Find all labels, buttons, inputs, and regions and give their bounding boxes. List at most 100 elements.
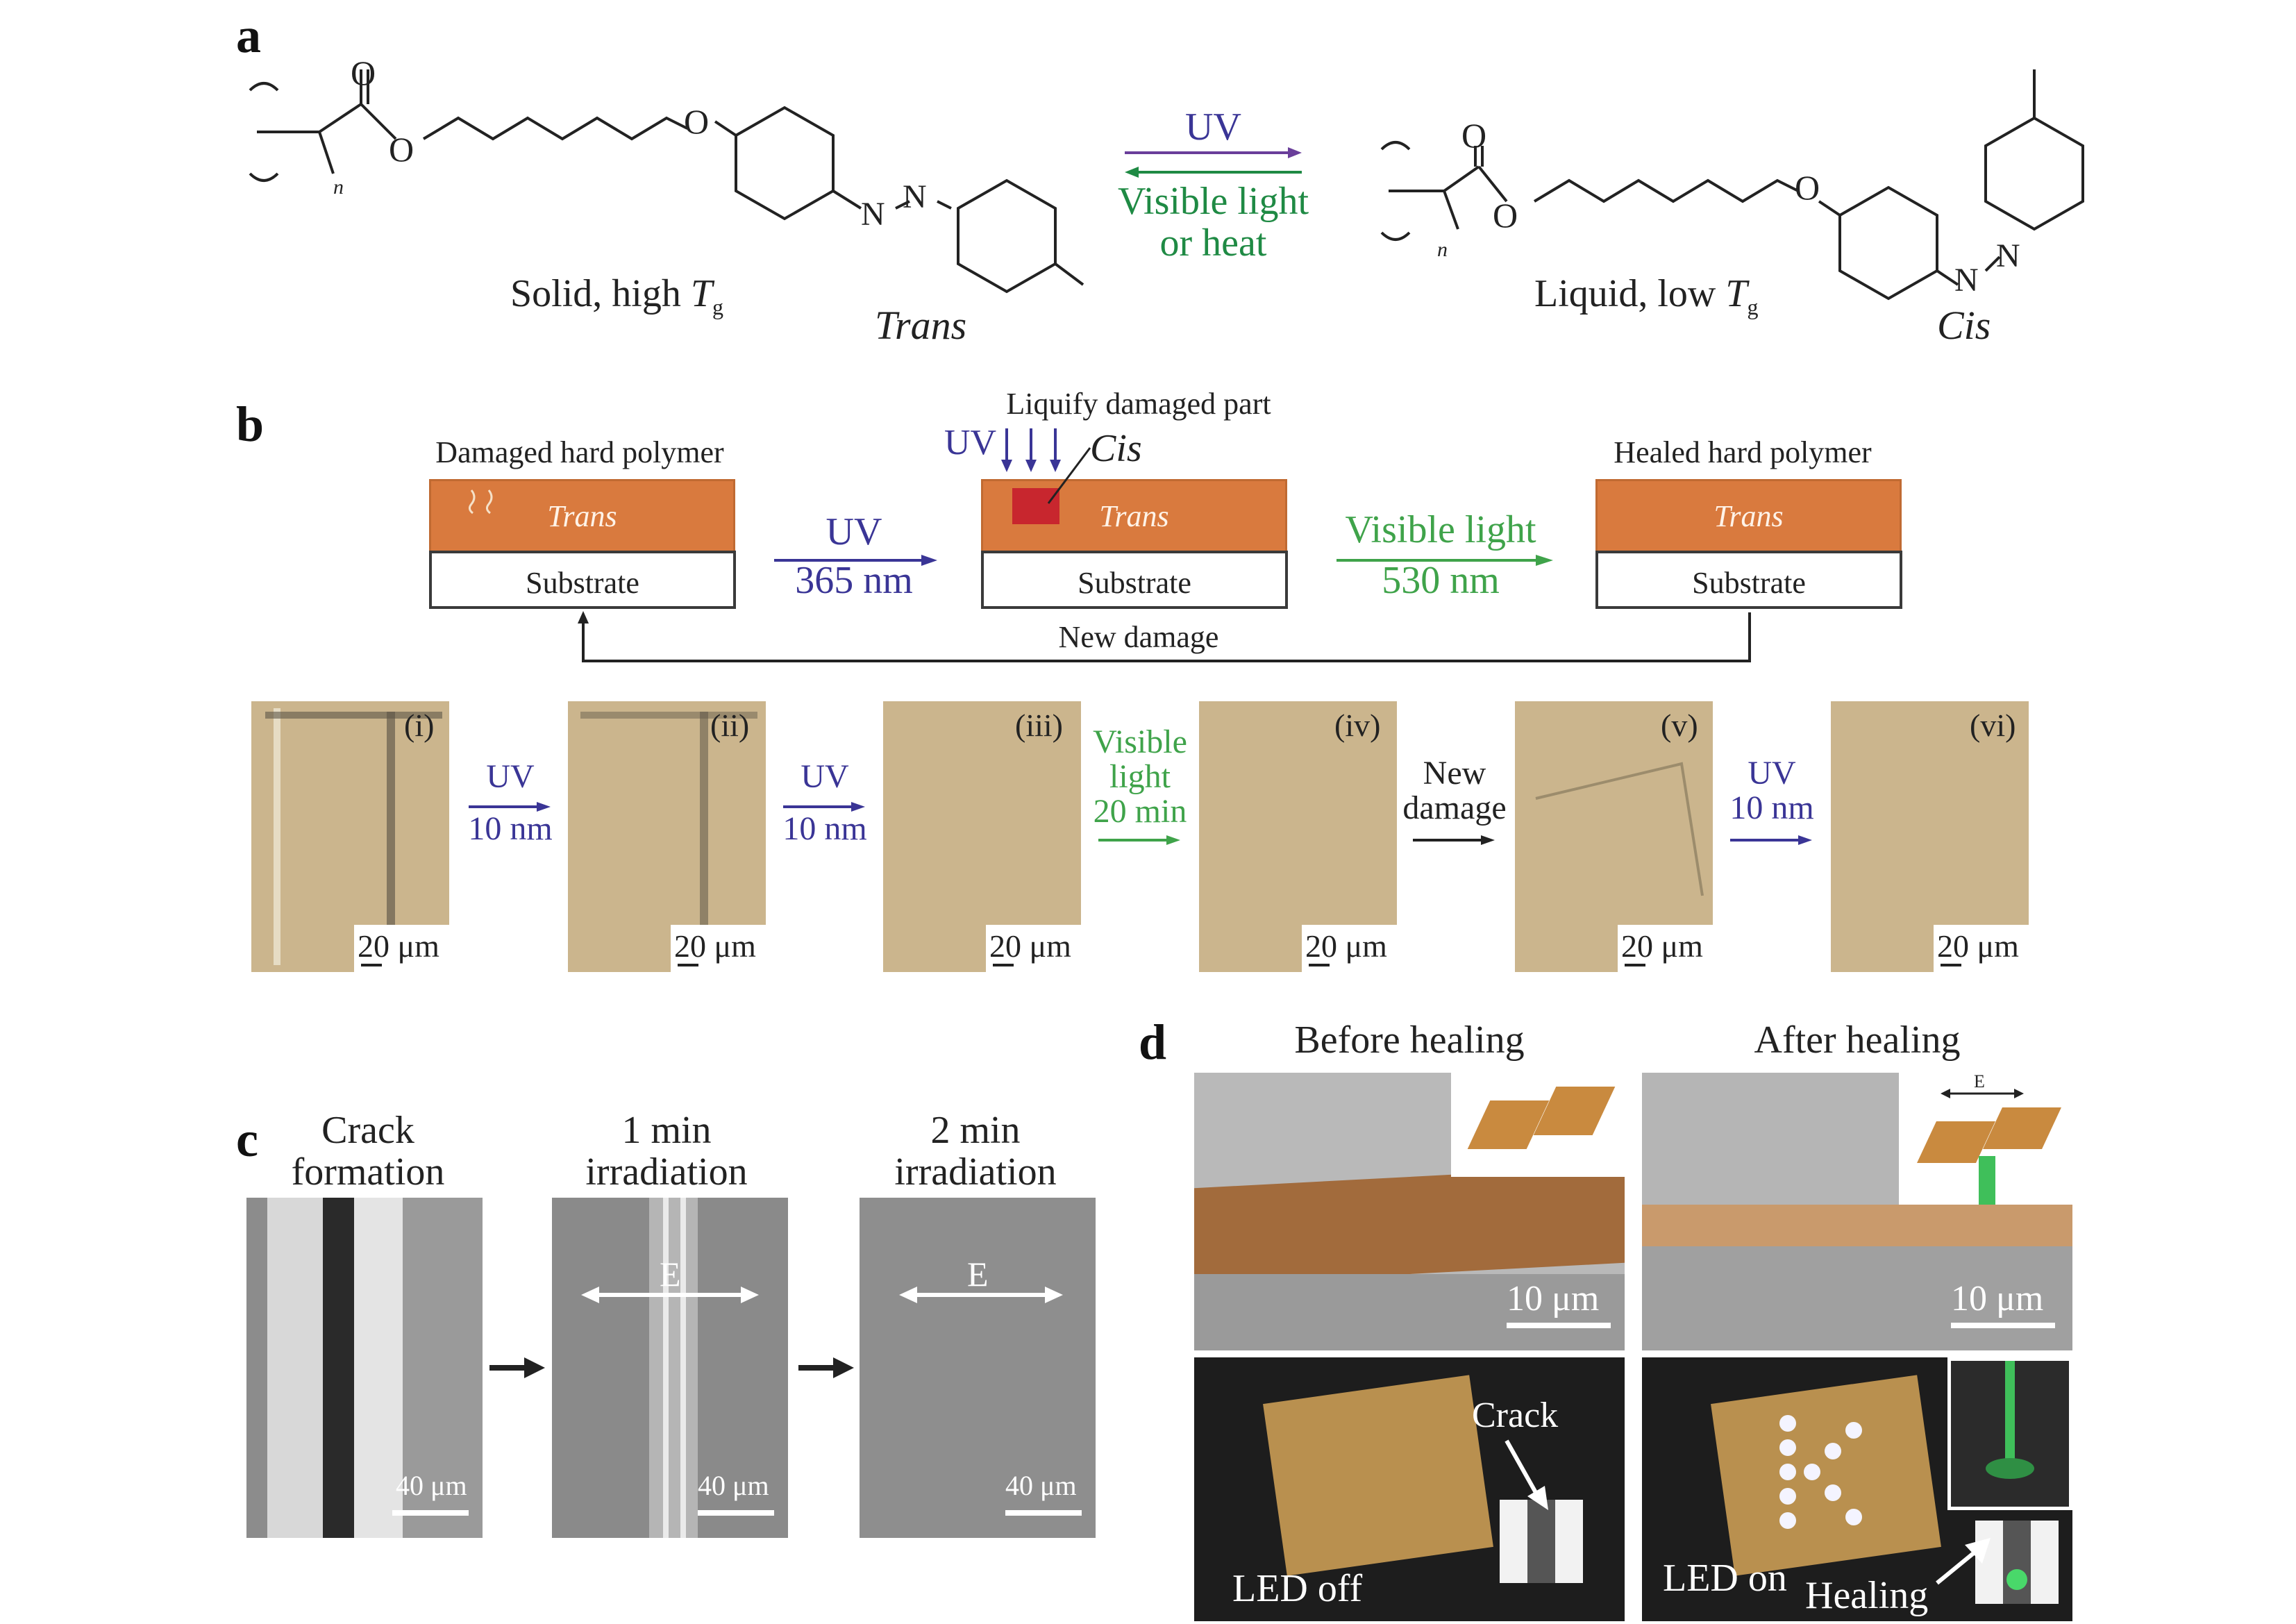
right-azo-n1: N — [1954, 262, 1979, 299]
led-k-pattern — [1779, 1415, 1862, 1529]
right-bracket-top — [1380, 141, 1411, 151]
led-off-label: LED off — [1232, 1567, 1363, 1610]
micrograph-label: (iii) — [1015, 708, 1063, 743]
step-3-line2: light — [1109, 758, 1171, 795]
scale-bar: 20 μm — [986, 925, 1081, 972]
left-azo-n1: N — [861, 196, 885, 233]
field-direction-arrow — [1941, 1089, 2024, 1098]
scale-bar — [1507, 1323, 1611, 1328]
step-1-line1: UV — [486, 758, 535, 795]
right-state-label: Liquid, low Tg — [1534, 272, 1759, 320]
step-1-arrow — [469, 802, 551, 812]
panel-a-letter: a — [236, 8, 261, 63]
trans-layer-liquify: Trans — [981, 479, 1287, 553]
step-4-line1: New — [1423, 755, 1486, 792]
panel-d-letter: d — [1139, 1014, 1167, 1070]
cis-label: Cis — [1090, 427, 1142, 470]
micrograph-i: (i) 20 μm — [251, 701, 449, 972]
scale-label: 40 μm — [698, 1470, 769, 1501]
substrate-damaged: Substrate — [429, 551, 736, 609]
visible-step-label: Visible light — [1345, 508, 1536, 551]
field-label: E — [967, 1255, 989, 1294]
scale-label: 40 μm — [396, 1470, 467, 1501]
scale-bar — [698, 1510, 774, 1516]
left-ester-o: O — [389, 130, 414, 169]
panel-b-letter: b — [236, 396, 265, 452]
sem-1min-irradiation: E 40 μm — [552, 1198, 788, 1538]
scale-bar — [392, 1510, 469, 1516]
trans-layer-healed: Trans — [1595, 479, 1902, 553]
sem-2min-irradiation: E 40 μm — [860, 1198, 1096, 1538]
trans-layer-damaged: Trans — [429, 479, 735, 553]
right-ester-o: O — [1493, 196, 1518, 235]
scale-bar: 20 μm — [354, 925, 449, 972]
scale-label: 20 μm — [674, 928, 756, 964]
trans-isomer-label: Trans — [875, 303, 967, 348]
step-2-line1: UV — [801, 758, 849, 795]
scale-label: 20 μm — [1937, 928, 2019, 964]
scale-label: 20 μm — [989, 928, 1071, 964]
substrate-liquify: Substrate — [981, 551, 1288, 609]
trans-label: Trans — [1713, 499, 1784, 533]
step-2-line2: 10 nm — [782, 810, 867, 847]
right-bracket-bottom — [1380, 231, 1411, 241]
micrograph-label: (vi) — [1970, 708, 2016, 743]
substrate-label: Substrate — [1078, 566, 1191, 600]
healed-title: Healed hard polymer — [1614, 435, 1872, 469]
panel-a-structures — [249, 69, 2084, 301]
left-subscript-n: n — [333, 176, 344, 199]
micrograph-v: (v) 20 μm — [1515, 701, 1713, 972]
damaged-title: Damaged hard polymer — [435, 435, 724, 469]
scale-label: 20 μm — [1621, 928, 1703, 964]
trans-label: Trans — [1099, 499, 1169, 533]
micrograph-iii: (iii) 20 μm — [883, 701, 1081, 972]
right-ether-o: O — [1795, 168, 1820, 207]
trans-label: Trans — [547, 499, 617, 533]
uv-step-arrow — [774, 555, 937, 566]
scale-label: 20 μm — [1305, 928, 1387, 964]
micrograph-label: (i) — [404, 708, 435, 743]
visible-wavelength: 530 nm — [1382, 559, 1500, 602]
cis-region — [1012, 488, 1059, 524]
step-4-arrow — [1413, 835, 1495, 845]
healing-pointer-arrow — [1936, 1538, 1991, 1585]
device-card — [1975, 1521, 2059, 1604]
left-state-label: Solid, high Tg — [510, 272, 723, 320]
scale-bar: 20 μm — [671, 925, 766, 972]
device-card — [1500, 1500, 1583, 1583]
left-ether-o: O — [684, 102, 710, 141]
step-1-line2: 10 nm — [468, 810, 553, 847]
liquify-title: Liquify damaged part — [1006, 387, 1271, 421]
visible-reverse-label-2: or heat — [1159, 221, 1267, 265]
right-subscript-n: n — [1437, 238, 1448, 261]
step-5-line1: UV — [1748, 755, 1796, 792]
scale-bar — [1951, 1323, 2055, 1328]
photo-led-on: LED on Healing — [1642, 1357, 2072, 1621]
sem-after-healing: E 10 μm — [1642, 1073, 2072, 1350]
scale-bar: 20 μm — [1934, 925, 2029, 972]
step-5-arrow — [1730, 835, 1812, 845]
scale-bar: 20 μm — [1618, 925, 1713, 972]
new-damage-return-arrow — [578, 611, 1751, 662]
crack-title-line2: formation — [291, 1150, 445, 1194]
right-carbonyl-o: O — [1461, 116, 1487, 155]
field-label: E — [1974, 1073, 1985, 1091]
before-healing-title: Before healing — [1294, 1019, 1525, 1062]
field-label: E — [660, 1255, 681, 1294]
photo-led-off: Crack LED off — [1194, 1357, 1625, 1621]
visible-step-arrow — [1336, 555, 1553, 566]
substrate-label: Substrate — [526, 566, 639, 600]
sem-crack-formation: 40 μm — [246, 1198, 483, 1538]
irradiation2-title-line1: 2 min — [930, 1109, 1021, 1152]
scale-bar — [1005, 1510, 1082, 1516]
scale-label: 40 μm — [1005, 1470, 1077, 1501]
irradiation2-title-line2: irradiation — [894, 1150, 1057, 1194]
step-5-line2: 10 nm — [1729, 789, 1814, 826]
step-4-line2: damage — [1402, 789, 1507, 826]
scale-label: 20 μm — [358, 928, 439, 964]
step-3-line3: 20 min — [1093, 793, 1187, 830]
healing-label: Healing — [1805, 1574, 1929, 1617]
cis-isomer-label: Cis — [1937, 303, 1991, 348]
crack-label: Crack — [1472, 1396, 1559, 1435]
inset-healing-schematic: E — [1899, 1073, 2072, 1205]
